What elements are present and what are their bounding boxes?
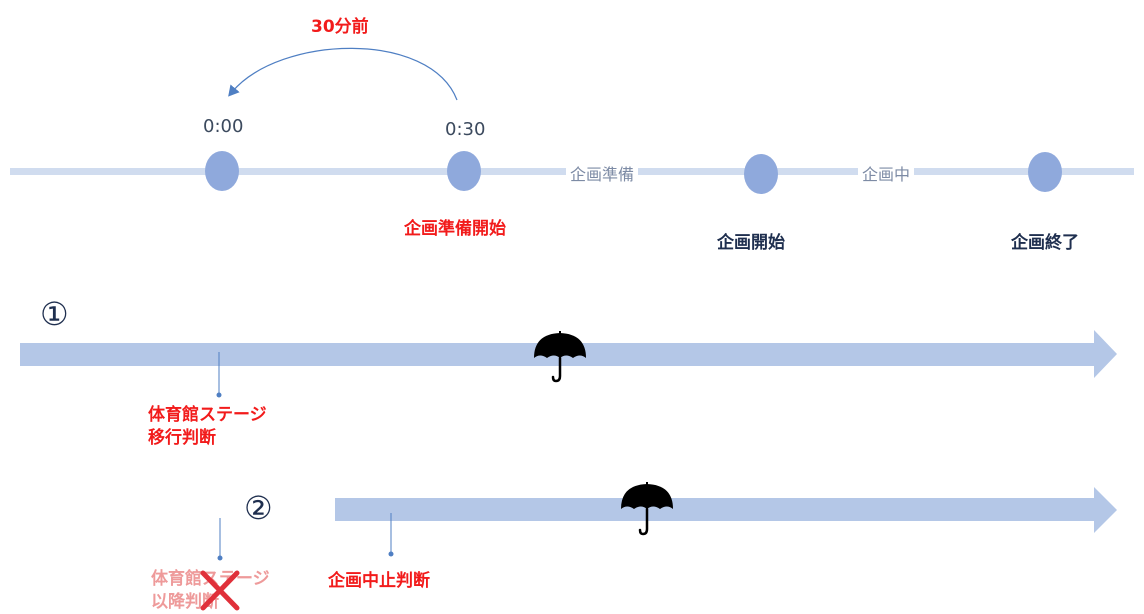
scenario2-rejected-line1: 体育館ステージ	[151, 569, 270, 589]
scenario2-marker: ②	[244, 489, 273, 527]
event-label-prep-start: 企画準備開始	[404, 219, 506, 239]
scenario2-decision-label: 企画中止判断	[328, 571, 430, 591]
scenario1-decision-dot	[216, 392, 222, 398]
curved-arrow-icon	[228, 47, 458, 101]
scenario2-rejected-line2: 以降判断	[151, 592, 219, 612]
scenario1-decision-line2: 移行判断	[148, 428, 216, 448]
scenario2-rejected-dot	[217, 555, 223, 561]
timeline-node-0030	[447, 151, 481, 191]
event-label-end: 企画終了	[1011, 233, 1079, 253]
timeline-node-start	[744, 154, 778, 194]
scenario1-decision-line1: 体育館ステージ	[148, 405, 267, 425]
time-label-0000: 0:00	[203, 116, 244, 137]
time-label-0030: 0:30	[445, 119, 486, 140]
timeline-node-0000	[205, 151, 239, 191]
scenario2-arrow	[335, 487, 1117, 533]
phase-label-in-progress: 企画中	[858, 161, 915, 185]
timeline-node-end	[1028, 152, 1062, 192]
offset-label: 30分前	[311, 17, 369, 37]
umbrella-icon	[621, 482, 673, 536]
scenario1-marker: ①	[40, 295, 69, 333]
umbrella-icon	[534, 331, 586, 383]
event-label-start: 企画開始	[717, 233, 785, 253]
scenario2-decision-dot	[388, 551, 394, 557]
phase-label-preparation: 企画準備	[566, 161, 639, 185]
